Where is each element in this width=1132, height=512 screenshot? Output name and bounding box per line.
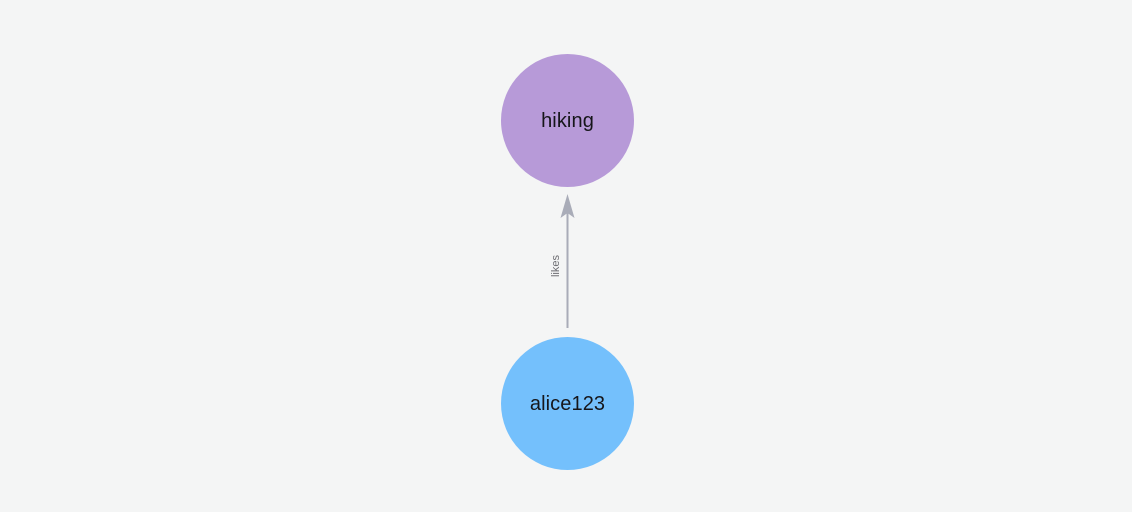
node-label-alice123: alice123 (529, 392, 606, 415)
node-label-hiking: hiking (541, 109, 594, 132)
edge-label-likes: likes (550, 255, 562, 278)
edge-arrowhead-icon (560, 194, 575, 218)
graph-node-hiking[interactable]: hiking (501, 54, 634, 187)
graph-node-alice123[interactable]: alice123 (501, 337, 634, 470)
edge-alice123-likes-hiking[interactable] (560, 194, 575, 328)
